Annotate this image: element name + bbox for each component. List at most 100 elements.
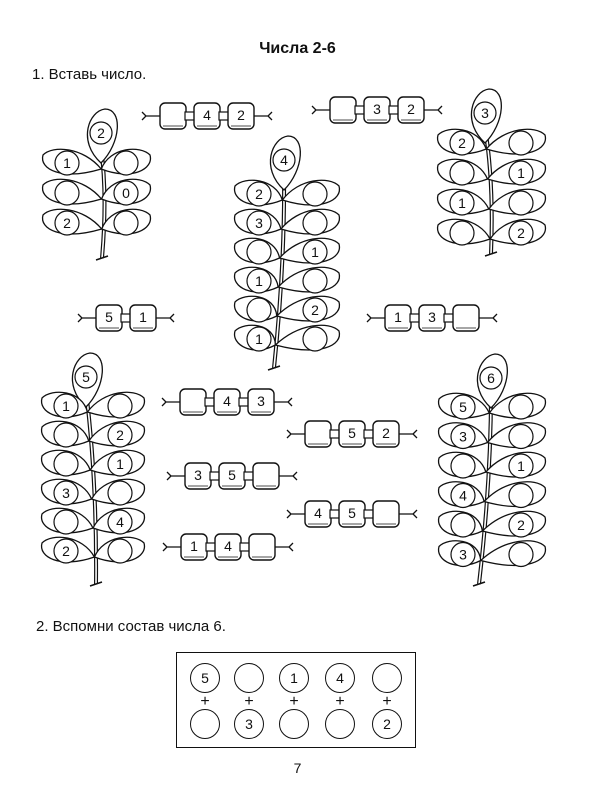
chain-bead [397, 96, 425, 124]
chain-tail [161, 397, 180, 407]
chain-bead [329, 96, 357, 124]
leaf-circle [107, 480, 133, 506]
composition-top-circle[interactable] [372, 663, 402, 693]
leaf-circle [302, 181, 328, 207]
leaf-circle [246, 326, 272, 352]
leaf-circle [508, 394, 534, 420]
leaf-circle [449, 160, 475, 186]
page-number: 7 [293, 760, 302, 776]
chain-tail [366, 313, 385, 323]
leaf-circle [508, 541, 534, 568]
composition-top-circle[interactable]: 1 [279, 663, 309, 693]
leaf-circle [53, 509, 79, 535]
chain-tail [399, 429, 418, 439]
leaf-number: 1 [517, 458, 525, 474]
leaf-circle [302, 239, 328, 265]
leaf-circle [53, 480, 79, 506]
leaf-circle [508, 130, 534, 156]
leaf-number: 1 [458, 195, 466, 211]
chain-tail [274, 397, 293, 407]
chain-bead [129, 304, 157, 332]
chain-number: 5 [348, 505, 356, 521]
leaf-circle [508, 160, 534, 186]
leaf-number: 3 [255, 215, 263, 231]
leaf-circle [246, 239, 272, 265]
leaf-circle [107, 538, 133, 564]
top-number: 6 [487, 370, 495, 386]
composition-grid: 5 + + 3 1 + 4 + + 2 [176, 652, 416, 748]
chain-bead [159, 102, 187, 130]
leaf-number: 1 [255, 331, 263, 347]
chain-tail [166, 471, 185, 481]
stem-cut [267, 365, 281, 371]
chain-number: 5 [348, 425, 356, 441]
leaf-circle [508, 453, 534, 479]
leaf-circle [302, 210, 328, 236]
chain-number: 3 [257, 393, 265, 409]
composition-top-circle[interactable]: 4 [325, 663, 355, 693]
chain-number: 4 [203, 107, 211, 123]
top-number: 5 [82, 369, 90, 385]
leaf-circle [246, 181, 272, 207]
chain-bead [372, 420, 400, 448]
chain-bead [252, 462, 280, 490]
leaf-circle [450, 394, 476, 420]
leaf-number: 1 [311, 244, 319, 260]
chain-number: 5 [228, 467, 236, 483]
top-number: 2 [97, 125, 105, 141]
composition-bottom-circle[interactable]: 3 [234, 709, 264, 739]
chain-bead [179, 388, 207, 416]
stem-cut [89, 581, 103, 587]
leaf-circle [508, 220, 534, 246]
leaf-number: 1 [255, 273, 263, 289]
composition-bottom-circle[interactable]: 2 [372, 709, 402, 739]
chain-bead [227, 102, 255, 130]
leaf-circle [450, 541, 476, 568]
top-number: 4 [280, 152, 288, 168]
task-1-instruction: 1. Вставь число. [32, 66, 147, 83]
chain-bead [248, 533, 276, 561]
chain-number: 4 [224, 538, 232, 554]
top-number-circle [74, 365, 98, 389]
leaf-number: 5 [459, 399, 467, 415]
leaf-circle [54, 150, 80, 176]
chain-tail [162, 542, 181, 552]
chain-tail [141, 111, 160, 121]
top-number-circle [89, 121, 113, 145]
top-number-circle [479, 366, 503, 390]
leaf-circle [508, 512, 534, 538]
composition-bottom-circle[interactable] [279, 709, 309, 739]
leaf-number: 4 [116, 514, 124, 530]
leaf-circle [53, 451, 79, 477]
leaf-circle [302, 268, 328, 294]
composition-bottom-circle[interactable] [190, 709, 220, 739]
leaf-circle [302, 297, 328, 323]
leaf-circle [449, 190, 475, 216]
chain-bead [452, 304, 480, 332]
leaf-number: 1 [517, 165, 525, 181]
chain-number: 3 [373, 101, 381, 117]
composition-top-circle[interactable] [234, 663, 264, 693]
page-title: Числа 2-6 [259, 40, 336, 57]
leaf-circle [113, 150, 139, 176]
chain-tail [479, 313, 498, 323]
leaf-circle [450, 512, 476, 538]
leaf-circle [302, 326, 328, 352]
plus-sign: + [382, 693, 392, 710]
chain-tail [424, 105, 443, 115]
chain-bead [304, 420, 332, 448]
chain-tail [77, 313, 96, 323]
top-number-circle [473, 101, 497, 125]
composition-top-circle[interactable]: 5 [190, 663, 220, 693]
chain-number: 1 [394, 309, 402, 325]
chain-tail [399, 509, 418, 519]
composition-bottom-circle[interactable] [325, 709, 355, 739]
